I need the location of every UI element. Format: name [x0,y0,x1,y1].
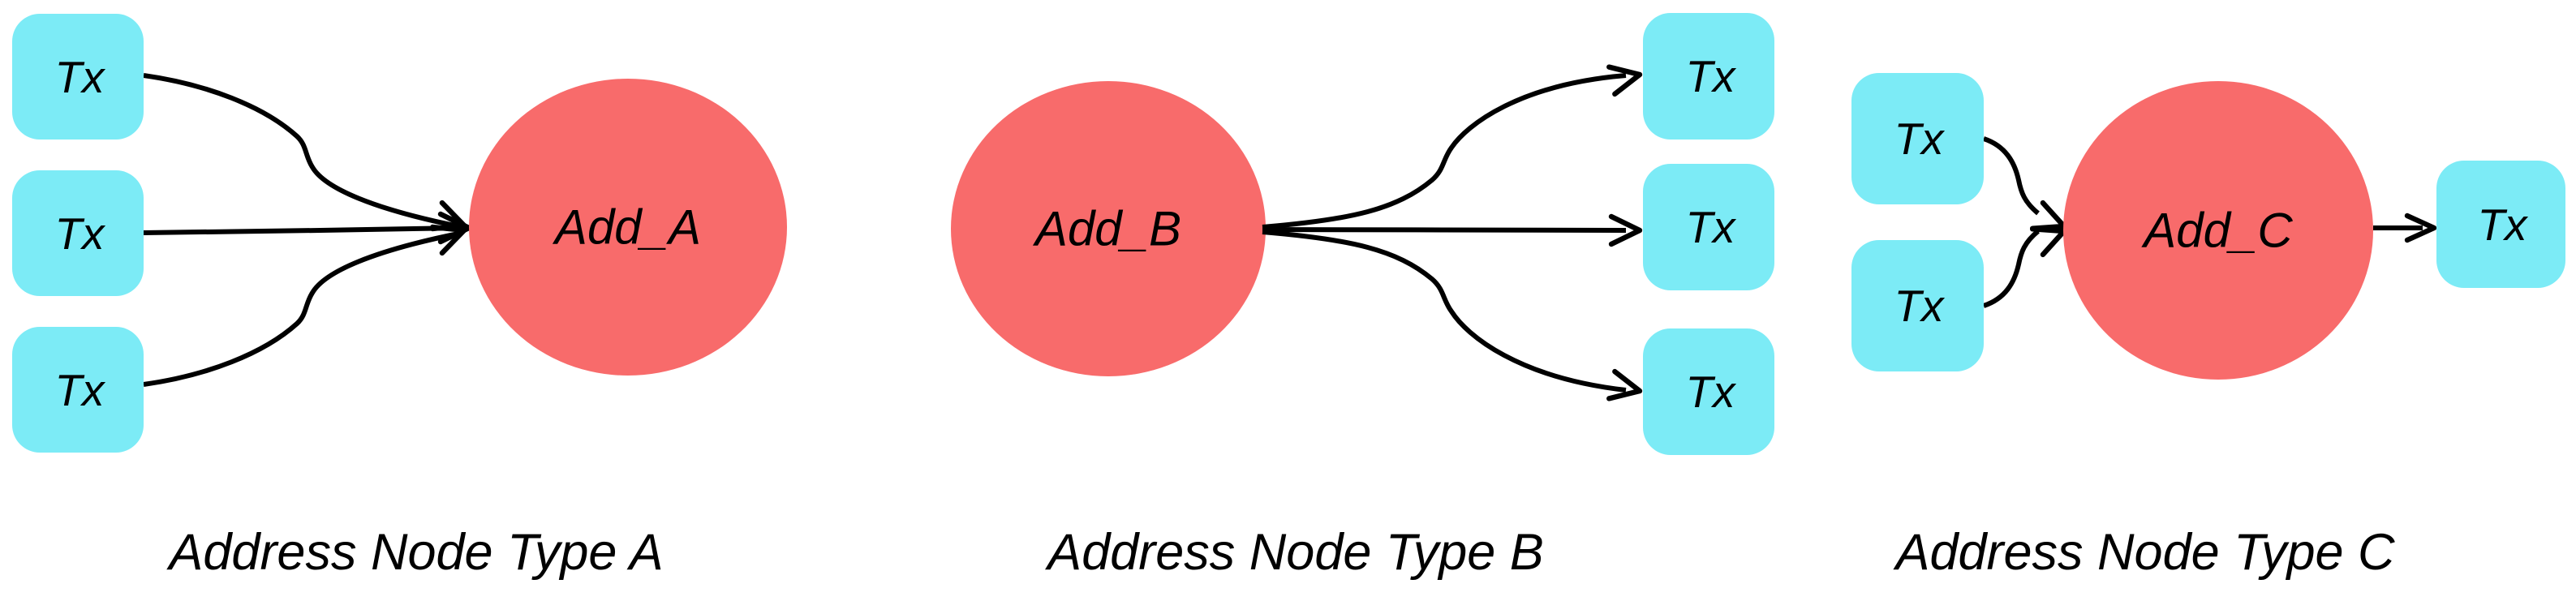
arrowhead-icon [437,211,472,245]
tx-node [12,327,144,453]
tx-node-label: Tx [1685,51,1737,101]
address-group-a: Tx Tx Tx Add_A Address Node Type A [12,14,787,581]
address-group-c: Tx Tx Add_C Tx Address Node Type C [1851,73,2565,581]
tx-node [1643,164,1774,290]
address-node-b-label: Add_B [1033,202,1181,256]
group-a-caption: Address Node Type A [166,524,663,581]
tx-node [1851,73,1984,204]
edge-tx1-to-add-c [1982,136,2040,216]
address-node-c [2063,81,2373,380]
tx-node-label: Tx [1894,281,1946,331]
group-c-caption: Address Node Type C [1892,524,2395,581]
edge-add-b-to-tx3 [1262,230,1627,393]
tx-node [1851,240,1984,371]
arrowhead-icon [1606,64,1643,97]
address-node-b [951,81,1266,376]
group-b-caption: Address Node Type B [1044,524,1544,581]
tx-node-label: Tx [1685,367,1737,417]
tx-node-label: Tx [54,365,106,415]
tx-node [12,170,144,296]
address-node-a [469,79,787,376]
tx-node [12,14,144,140]
tx-node [1643,13,1774,140]
tx-node-label: Tx [1685,202,1737,252]
edge-tx2-to-add-a [143,225,463,235]
tx-node [1643,328,1774,455]
tx-node-label: Tx [1894,114,1946,164]
address-node-a-label: Add_A [553,200,701,255]
edge-tx1-to-add-a [143,73,463,230]
tx-node-label: Tx [54,52,106,102]
edge-add-b-to-tx1 [1262,73,1627,230]
address-node-c-label: Add_C [2141,204,2293,258]
edge-tx3-to-add-a [143,230,463,387]
address-group-b: Add_B Tx Tx Tx Address Node Type B [951,13,1774,581]
tx-node [2436,161,2565,288]
arrowhead-icon [1606,368,1643,401]
tx-node-label: Tx [2477,200,2529,250]
arrowhead-icon [2404,212,2437,243]
edge-tx2-to-add-c [1982,229,2040,308]
tx-node-label: Tx [54,208,106,259]
arrowhead-icon [1608,213,1643,247]
